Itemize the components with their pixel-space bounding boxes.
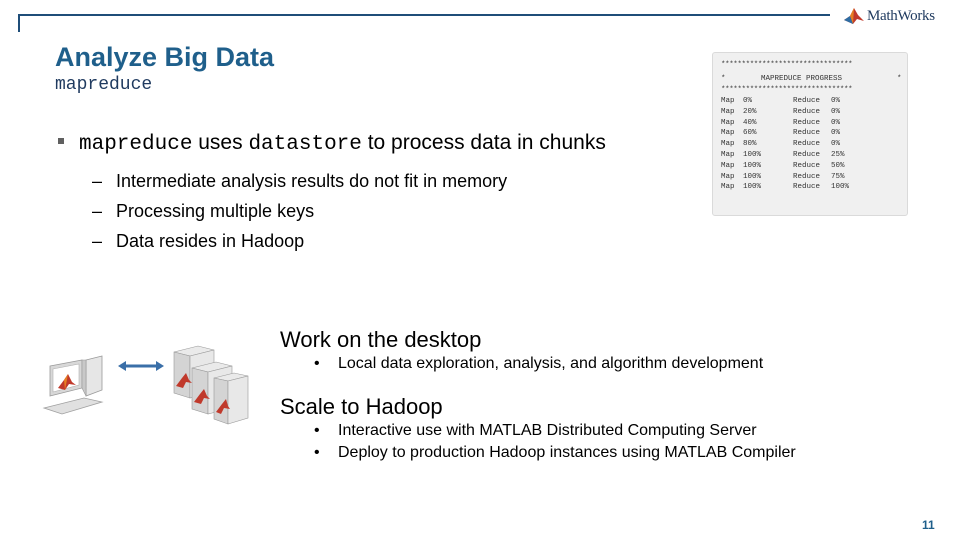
code-mapreduce: mapreduce	[79, 133, 193, 156]
reduce-value: 0%	[831, 129, 841, 138]
sub-bullet: –Intermediate analysis results do not fi…	[92, 166, 507, 196]
bullet-text-1: uses	[192, 131, 249, 154]
reduce-label: Reduce	[793, 150, 821, 159]
server-cluster-icon	[173, 345, 249, 425]
map-value: 80%	[743, 140, 757, 149]
console-star-right: *	[897, 75, 902, 83]
page-subtitle: mapreduce	[55, 75, 153, 95]
reduce-value: 25%	[831, 150, 845, 159]
sub-bullet-text: Data resides in Hadoop	[116, 231, 305, 251]
map-label: Map	[721, 161, 735, 170]
map-label: Map	[721, 183, 735, 192]
mapreduce-progress-console: ******************************** * MAPRE…	[712, 52, 908, 216]
map-label: Map	[721, 107, 735, 116]
sub-bullet-text: Processing multiple keys	[116, 201, 315, 221]
map-label: Map	[721, 97, 735, 105]
sub-bullet-list: –Intermediate analysis results do not fi…	[92, 166, 507, 256]
map-value: 100%	[743, 161, 762, 170]
square-bullet-icon	[58, 138, 64, 145]
map-value: 100%	[743, 150, 762, 159]
reduce-value: 75%	[831, 172, 845, 181]
console-row: Map 100% Reduce 100%	[721, 183, 901, 194]
map-value: 60%	[743, 129, 757, 138]
hadoop-section-item: • Deploy to production Hadoop instances u…	[314, 444, 796, 462]
map-value: 100%	[743, 172, 762, 181]
page-number: 11	[922, 518, 935, 532]
code-datastore: datastore	[248, 133, 362, 156]
header-rule	[18, 14, 830, 16]
map-value: 100%	[743, 183, 762, 192]
console-row: Map 0% Reduce 0%	[721, 97, 901, 108]
desktop-to-cluster-illustration	[42, 345, 249, 425]
page-title: Analyze Big Data	[55, 42, 275, 72]
bullet-dot-icon: •	[314, 355, 320, 372]
hadoop-item-text: Deploy to production Hadoop instances us…	[338, 444, 796, 461]
desktop-section-title: Work on the desktop	[280, 327, 482, 352]
reduce-label: Reduce	[793, 140, 821, 149]
reduce-label: Reduce	[793, 118, 821, 127]
console-rows: Map 0% Reduce 0% Map 20% Reduce 0% Map 40% Reduc…	[721, 97, 901, 194]
dash-icon: –	[92, 201, 103, 221]
sub-bullet-text: Intermediate analysis results do not fit…	[116, 171, 508, 191]
console-row: Map 100% Reduce 75%	[721, 173, 901, 184]
reduce-label: Reduce	[793, 172, 821, 181]
bullet-text-2: to process data in chunks	[361, 131, 606, 154]
main-bullet: mapreduce uses datastore to process data…	[58, 131, 606, 156]
console-row: Map 100% Reduce 50%	[721, 162, 901, 173]
reduce-label: Reduce	[793, 161, 821, 170]
hadoop-section-item: • Interactive use with MATLAB Distributed…	[314, 422, 757, 440]
reduce-value: 0%	[831, 118, 841, 127]
sub-bullet: –Processing multiple keys	[92, 196, 507, 226]
console-header-text: MAPREDUCE PROGRESS	[761, 75, 843, 83]
console-stars-bottom: ********************************	[721, 86, 853, 94]
map-label: Map	[721, 118, 735, 127]
console-row: Map 80% Reduce 0%	[721, 140, 901, 151]
desktop-computer-icon	[42, 355, 104, 415]
reduce-value: 0%	[831, 140, 841, 149]
desktop-section-item: • Local data exploration, analysis, and a…	[314, 355, 763, 373]
map-label: Map	[721, 172, 735, 181]
console-star-left: *	[721, 75, 726, 83]
reduce-label: Reduce	[793, 97, 821, 105]
hadoop-section-title: Scale to Hadoop	[280, 394, 443, 419]
header-rule-corner	[18, 14, 20, 32]
bullet-dot-icon: •	[314, 444, 320, 461]
reduce-label: Reduce	[793, 129, 821, 138]
console-row: Map 40% Reduce 0%	[721, 119, 901, 130]
map-value: 40%	[743, 118, 757, 127]
hadoop-item-text: Interactive use with MATLAB Distributed …	[338, 422, 757, 439]
logo-text: MathWorks	[867, 7, 935, 24]
console-row: Map 20% Reduce 0%	[721, 108, 901, 119]
reduce-value: 50%	[831, 161, 845, 170]
map-value: 20%	[743, 107, 757, 116]
map-label: Map	[721, 140, 735, 149]
reduce-label: Reduce	[793, 107, 821, 116]
reduce-value: 0%	[831, 97, 841, 105]
membrane-logo-icon	[844, 8, 864, 24]
map-value: 0%	[743, 97, 753, 105]
console-row: Map 60% Reduce 0%	[721, 129, 901, 140]
map-label: Map	[721, 150, 735, 159]
reduce-value: 0%	[831, 107, 841, 116]
console-stars-top: ********************************	[721, 61, 853, 69]
bullet-dot-icon: •	[314, 422, 320, 439]
sub-bullet: –Data resides in Hadoop	[92, 226, 507, 256]
dash-icon: –	[92, 171, 103, 191]
reduce-label: Reduce	[793, 183, 821, 192]
map-label: Map	[721, 129, 735, 138]
desktop-item-text: Local data exploration, analysis, and al…	[338, 355, 764, 372]
mathworks-logo: MathWorks	[843, 4, 953, 28]
console-row: Map 100% Reduce 25%	[721, 151, 901, 162]
double-arrow-icon	[118, 361, 164, 371]
reduce-value: 100%	[831, 183, 850, 192]
dash-icon: –	[92, 231, 103, 251]
